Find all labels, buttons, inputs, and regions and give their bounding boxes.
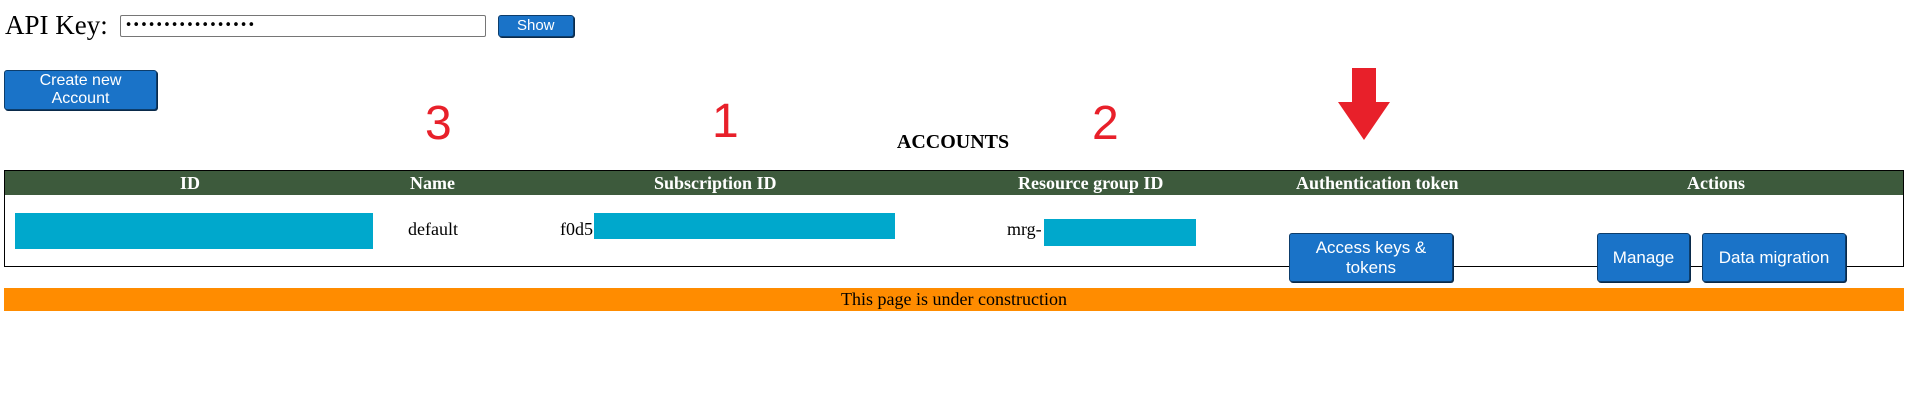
table-header: ID Name Subscription ID Resource group I… [5,171,1903,195]
redacted-id [15,213,373,249]
api-key-label: API Key: [5,10,108,40]
api-key-row: API Key: Show [5,10,574,41]
annotation-number-3: 3 [425,97,452,150]
cell-subscription-prefix: f0d5 [560,219,593,239]
accounts-table: ID Name Subscription ID Resource group I… [4,170,1904,282]
api-key-input[interactable] [119,14,486,37]
accounts-title: ACCOUNTS [896,131,1010,153]
data-migration-button[interactable]: Data migration [1702,233,1846,282]
redacted-resource-group-id [1044,219,1196,246]
annotation-number-1: 1 [712,95,739,148]
access-keys-tokens-button[interactable]: Access keys & tokens [1289,233,1453,282]
manage-button[interactable]: Manage [1597,233,1690,282]
annotation-number-2: 2 [1092,97,1119,150]
header-subscription-id: Subscription ID [654,173,777,193]
cell-name: default [408,219,458,239]
show-api-key-button[interactable]: Show [497,14,574,37]
construction-banner: This page is under construction [4,288,1904,311]
header-id: ID [180,173,201,193]
table-row: default f0d5 mrg- Access keys & tokens M… [5,195,1903,282]
header-name: Name [410,173,455,193]
header-authentication-token: Authentication token [1296,173,1459,193]
header-actions: Actions [1687,173,1745,193]
redacted-subscription-id [594,213,895,239]
red-arrow-down-icon [1338,68,1390,140]
cell-resource-group-prefix: mrg- [1007,219,1042,239]
create-account-button[interactable]: Create new Account [4,70,157,110]
header-resource-group-id: Resource group ID [1018,173,1164,193]
